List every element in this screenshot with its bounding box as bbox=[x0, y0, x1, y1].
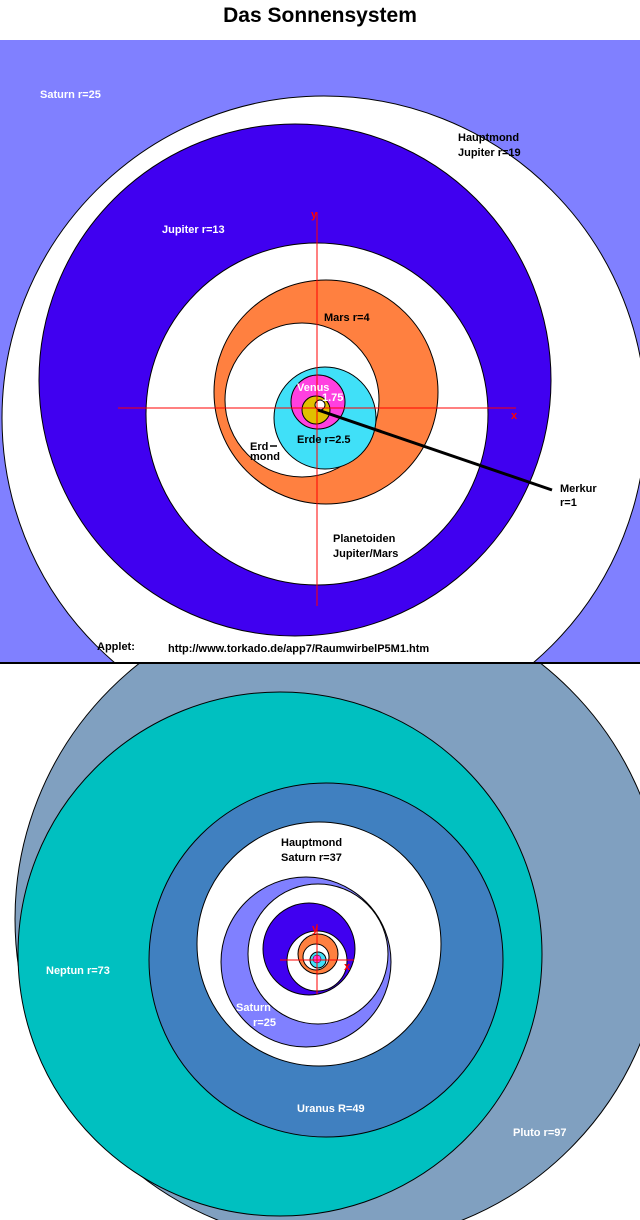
applet-label: Applet: bbox=[97, 641, 135, 653]
mars-label: Mars r=4 bbox=[324, 312, 370, 324]
erdmond-label-1: Erd bbox=[250, 441, 268, 453]
y-axis-label: y bbox=[311, 209, 318, 221]
merkur-pointer bbox=[317, 408, 553, 492]
x-axis-label: x bbox=[511, 410, 518, 422]
applet-url: http://www.torkado.de/app7/RaumwirbelP5M… bbox=[168, 643, 429, 655]
venus-label: Venus bbox=[297, 382, 329, 394]
uranus-label: Uranus R=49 bbox=[297, 1103, 365, 1115]
title-bar: Das Sonnensystem bbox=[0, 0, 640, 40]
erdmond-label-2: mond bbox=[250, 451, 280, 463]
saturn-label-2: r=25 bbox=[253, 1017, 276, 1029]
neptun-label: Neptun r=73 bbox=[46, 965, 110, 977]
y-axis-label-small: y bbox=[312, 923, 319, 935]
venus-radius-label: 1.75 bbox=[322, 392, 343, 404]
hauptmond-saturn-label-2: Saturn r=37 bbox=[281, 852, 342, 864]
hauptmond-jupiter-label-2: Jupiter r=19 bbox=[458, 147, 521, 159]
hauptmond-saturn-label-1: Hauptmond bbox=[281, 837, 342, 849]
merkur-label-1: Merkur bbox=[560, 483, 597, 495]
pluto-label: Pluto r=97 bbox=[513, 1127, 567, 1139]
saturn-label: Saturn r=25 bbox=[40, 89, 101, 101]
planetoiden-label-1: Planetoiden bbox=[333, 533, 396, 545]
saturn-label-1: Saturn bbox=[236, 1002, 271, 1014]
outer-solar-system-diagram: x y Hauptmond Saturn r=37 Neptun r=73 Sa… bbox=[0, 664, 640, 1220]
page-title: Das Sonnensystem bbox=[223, 4, 417, 27]
hauptmond-jupiter-label-1: Hauptmond bbox=[458, 132, 519, 144]
panel-divider bbox=[0, 662, 640, 664]
merkur-label-2: r=1 bbox=[560, 497, 577, 509]
planetoiden-label-2: Jupiter/Mars bbox=[333, 548, 398, 560]
jupiter-label: Jupiter r=13 bbox=[162, 224, 225, 236]
erde-label: Erde r=2.5 bbox=[297, 434, 351, 446]
inner-solar-system-diagram: x y Saturn r=25 Hauptmond Jupiter r=19 J… bbox=[0, 40, 640, 662]
x-axis-label-small: x bbox=[344, 961, 351, 973]
